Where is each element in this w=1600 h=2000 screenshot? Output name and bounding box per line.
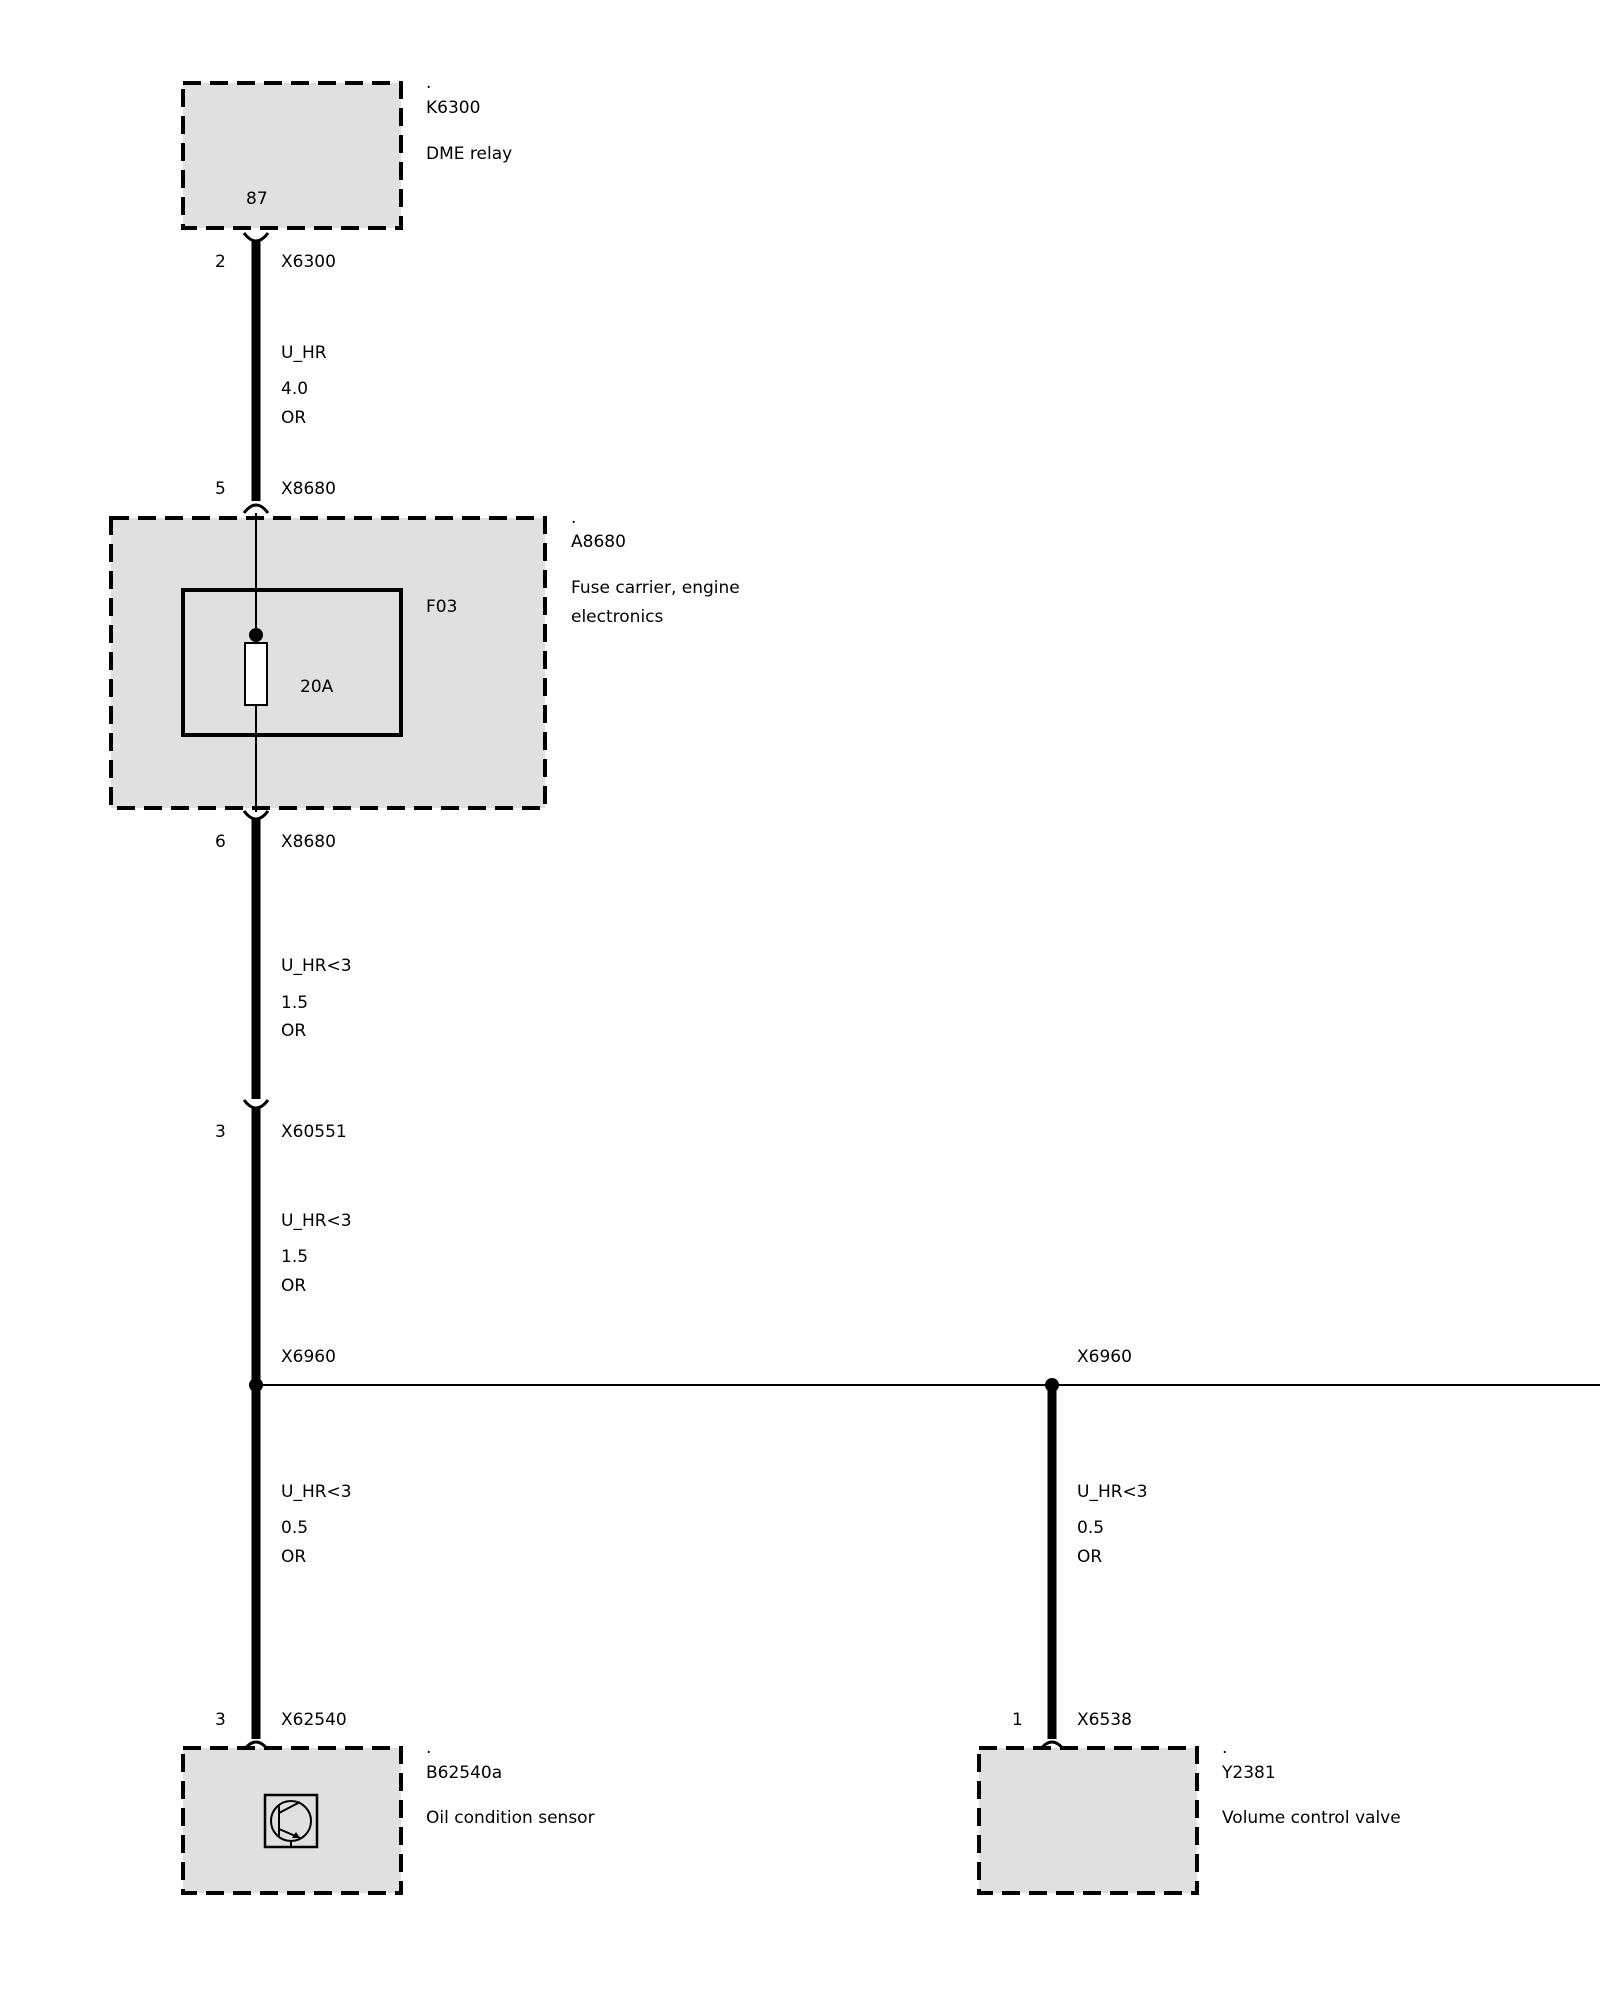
k6300-component[interactable]: 87 (181, 81, 403, 230)
b62540a-dot: . (426, 1738, 431, 1758)
wire3-signal: U_HR<3 (281, 1211, 352, 1231)
wire2-signal: U_HR<3 (281, 956, 352, 976)
x8680-out-connector-symbol (242, 810, 270, 821)
x60551-id: X60551 (281, 1122, 347, 1142)
b62540a-name: Oil condition sensor (426, 1808, 595, 1828)
wire3-size: 1.5 (281, 1247, 308, 1267)
a8680-id: A8680 (571, 532, 626, 552)
wire5-signal: U_HR<3 (1077, 1482, 1148, 1502)
fuse-f03-outline (181, 588, 403, 737)
fuse-id: F03 (426, 597, 457, 617)
y2381-dot: . (1222, 1738, 1227, 1758)
x6960-right-id: X6960 (1077, 1347, 1132, 1367)
x6300-connector-symbol (242, 232, 270, 243)
y2381-name: Volume control valve (1222, 1808, 1401, 1828)
b62540a-id: B62540a (426, 1763, 502, 1783)
wire2-size: 1.5 (281, 993, 308, 1013)
x8680-in-id: X8680 (281, 479, 336, 499)
wire4-signal: U_HR<3 (281, 1482, 352, 1502)
y2381-component[interactable] (977, 1746, 1199, 1895)
wire1-signal: U_HR (281, 343, 327, 363)
wire1-color: OR (281, 408, 306, 428)
x8680-out-pin: 6 (215, 832, 226, 852)
b62540a-box (181, 1746, 403, 1895)
x8680-out-id: X8680 (281, 832, 336, 852)
k6300-name: DME relay (426, 144, 512, 164)
a8680-dot: . (571, 508, 576, 528)
b62540a-component[interactable] (181, 1746, 403, 1895)
a8680-name-line1: Fuse carrier, engine (571, 578, 740, 598)
a8680-component[interactable]: F03 20A (109, 513, 547, 812)
wire4-color: OR (281, 1547, 306, 1567)
x8680-in-pin: 5 (215, 479, 226, 499)
wire5-size: 0.5 (1077, 1518, 1104, 1538)
wire2-color: OR (281, 1021, 306, 1041)
x6538-pin: 1 (1012, 1710, 1023, 1730)
y2381-box (977, 1746, 1199, 1895)
x6300-id: X6300 (281, 252, 336, 272)
x62540-pin: 3 (215, 1710, 226, 1730)
x6300-pin: 2 (215, 252, 226, 272)
sensor-symbol-icon (263, 1793, 319, 1849)
fuse-junction-dot (249, 628, 263, 642)
k6300-id: K6300 (426, 98, 480, 118)
wire1-size: 4.0 (281, 379, 308, 399)
y2381-id: Y2381 (1221, 1763, 1276, 1783)
x60551-pin: 3 (215, 1122, 226, 1142)
k6300-pin-label: 87 (246, 189, 268, 209)
k6300-dot: . (426, 73, 431, 93)
fuse-symbol (244, 642, 268, 706)
x6960-left-id: X6960 (281, 1347, 336, 1367)
wire4-size: 0.5 (281, 1518, 308, 1538)
k6300-box (181, 81, 403, 230)
a8680-box (109, 516, 547, 810)
wire5-color: OR (1077, 1547, 1102, 1567)
wire3-color: OR (281, 1276, 306, 1296)
a8680-name-line2: electronics (571, 607, 664, 627)
x60551-connector-symbol (242, 1099, 270, 1110)
x6538-id: X6538 (1077, 1710, 1132, 1730)
x62540-id: X62540 (281, 1710, 347, 1730)
fuse-rating: 20A (300, 677, 334, 697)
x8680-in-connector-symbol (242, 503, 270, 514)
